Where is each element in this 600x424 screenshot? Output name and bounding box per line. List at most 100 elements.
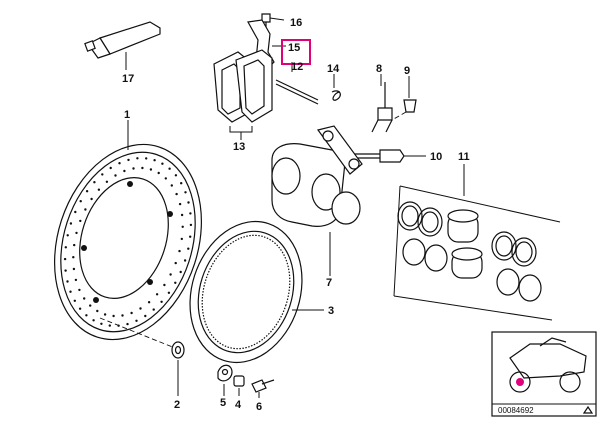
disc-hole bbox=[105, 180, 109, 183]
disc-hole bbox=[132, 167, 135, 170]
disc-hole bbox=[97, 188, 101, 191]
disc-hole bbox=[72, 267, 76, 271]
callout-16: 16 bbox=[290, 17, 302, 29]
callout-12: 12 bbox=[291, 61, 303, 73]
disc-hole bbox=[101, 173, 104, 176]
disc-hole bbox=[108, 324, 112, 327]
disc-hole bbox=[75, 231, 78, 235]
disc-hole bbox=[69, 222, 73, 225]
callout-17: 17 bbox=[122, 73, 134, 85]
disc-hole bbox=[109, 166, 112, 170]
part-2-washer bbox=[171, 341, 185, 396]
disc-hole bbox=[66, 234, 69, 237]
disc-hole bbox=[174, 261, 177, 265]
disc-hole bbox=[147, 301, 151, 304]
disc-hole bbox=[118, 162, 121, 165]
disc-hole bbox=[174, 281, 177, 284]
callout-8: 8 bbox=[376, 63, 382, 75]
part-3-abs-sensor-ring bbox=[189, 220, 324, 364]
disc-hole bbox=[149, 168, 153, 171]
callout-2: 2 bbox=[174, 399, 180, 411]
disc-hole bbox=[78, 307, 82, 310]
disc-hole bbox=[144, 314, 147, 318]
disc-hole bbox=[89, 304, 92, 307]
disc-hole bbox=[66, 280, 69, 283]
disc-hole bbox=[126, 322, 129, 326]
callout-9: 9 bbox=[404, 65, 410, 77]
part-8-bleeder-valve bbox=[371, 74, 393, 133]
callout-7: 7 bbox=[326, 277, 332, 289]
callout-14: 14 bbox=[327, 63, 340, 75]
disc-hole bbox=[187, 201, 190, 204]
disc-hole bbox=[178, 202, 182, 206]
disc-hole bbox=[79, 219, 82, 223]
diagram-code: 00084692 bbox=[498, 406, 534, 415]
disc-hole bbox=[72, 256, 75, 259]
callout-10: 10 bbox=[430, 151, 442, 163]
disc-hole bbox=[155, 293, 159, 296]
disc-hole bbox=[63, 257, 67, 261]
disc-hole bbox=[168, 167, 171, 170]
part-6-screw bbox=[251, 379, 275, 398]
disc-hole bbox=[84, 208, 87, 211]
part-11-piston-kit bbox=[393, 164, 561, 321]
disc-hole bbox=[179, 270, 182, 274]
disc-hole bbox=[100, 322, 103, 325]
disc-hole bbox=[79, 200, 82, 203]
disc-hole bbox=[78, 288, 81, 292]
disc-hole bbox=[83, 297, 86, 300]
part-1-brake-disc bbox=[54, 120, 202, 341]
disc-hole bbox=[112, 314, 115, 318]
disc-hole bbox=[189, 235, 192, 238]
disc-hole bbox=[152, 308, 155, 311]
part-5-sleeve bbox=[217, 364, 233, 396]
callout-6: 6 bbox=[256, 401, 262, 413]
disc-hole bbox=[85, 190, 89, 193]
disc-hole bbox=[64, 246, 68, 249]
part-4-bushing bbox=[233, 375, 245, 396]
disc-hole bbox=[178, 249, 181, 253]
disc-drill-holes bbox=[63, 157, 193, 327]
disc-hole bbox=[135, 319, 138, 322]
disc-hole bbox=[145, 157, 148, 160]
callout-11: 11 bbox=[458, 151, 470, 163]
disc-hole bbox=[153, 159, 156, 162]
disc-hole bbox=[184, 191, 187, 194]
disc-hole bbox=[170, 184, 173, 187]
disc-hole bbox=[74, 278, 78, 282]
disc-hole bbox=[127, 158, 130, 162]
disc-hole bbox=[92, 319, 95, 322]
callout-15-highlight bbox=[281, 39, 311, 65]
callout-15[interactable]: 15 bbox=[288, 42, 300, 54]
motorcycle-thumbnail: 00084692 bbox=[491, 331, 597, 417]
disc-hole bbox=[103, 313, 107, 316]
disc-hole bbox=[123, 169, 126, 173]
part-9-bleeder-cap bbox=[391, 76, 417, 121]
callout-13: 13 bbox=[233, 141, 245, 153]
part-17-grease-tube bbox=[84, 21, 161, 70]
disc-hole bbox=[73, 243, 76, 247]
disc-hole bbox=[180, 213, 184, 217]
disc-hole bbox=[69, 290, 72, 293]
callout-3: 3 bbox=[328, 305, 334, 317]
disc-hole bbox=[141, 166, 144, 170]
part-7-brake-caliper bbox=[271, 125, 363, 276]
part-10-bolt bbox=[352, 149, 426, 163]
disc-hole bbox=[157, 171, 160, 175]
disc-hole bbox=[164, 177, 167, 180]
disc-hole bbox=[175, 192, 178, 196]
disc-hole bbox=[167, 291, 171, 294]
disc-hole bbox=[114, 174, 117, 177]
disc-hole bbox=[189, 212, 192, 215]
disc-hole bbox=[90, 197, 93, 201]
disc-hole bbox=[180, 182, 183, 185]
part-13-brake-pads bbox=[213, 49, 273, 140]
disc-hole bbox=[74, 210, 77, 214]
disc-hole bbox=[85, 314, 88, 317]
disc-hole bbox=[121, 314, 124, 317]
disc-hole bbox=[130, 311, 133, 315]
disc-hole bbox=[73, 299, 77, 302]
disc-hole bbox=[163, 283, 166, 287]
part-14-spring-clip bbox=[331, 74, 341, 101]
